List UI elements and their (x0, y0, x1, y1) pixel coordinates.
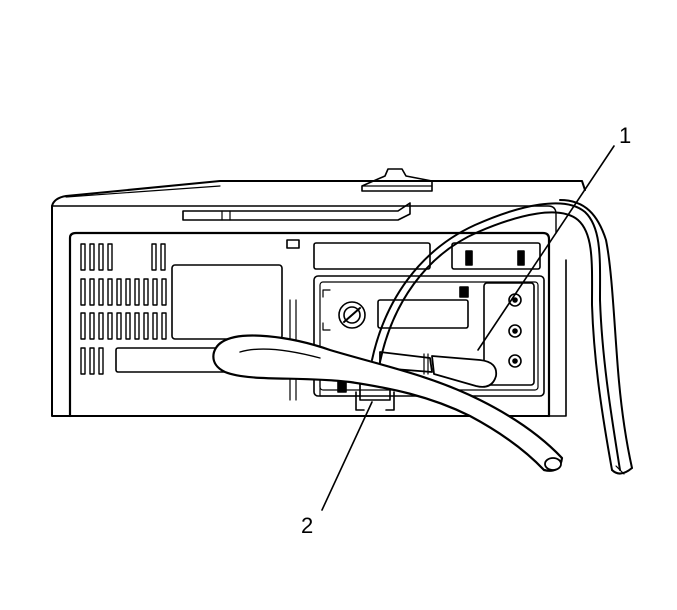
hose-loop (212, 334, 564, 472)
leader-lines (321, 145, 615, 511)
leader-line-1 (477, 145, 615, 351)
vent-slots (80, 243, 167, 375)
radio-housing (51, 168, 586, 418)
wire-harness (371, 199, 633, 475)
antenna-plug (355, 351, 498, 411)
leader-line-2 (321, 401, 373, 511)
callout-2: 2 (301, 513, 313, 538)
callout-1: 1 (619, 123, 631, 148)
